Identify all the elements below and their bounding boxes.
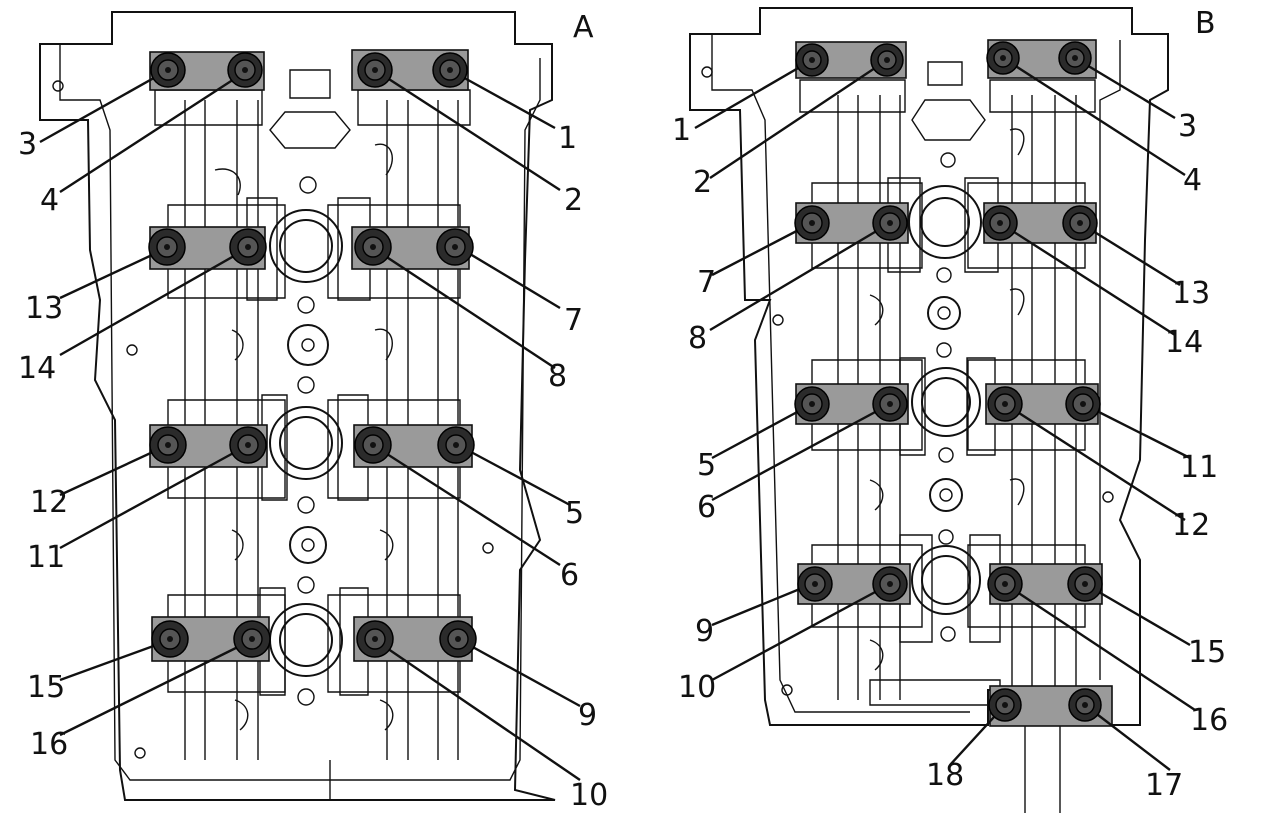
bolt-b-18[interactable] xyxy=(988,688,1022,722)
bolt-label-b-6: 6 xyxy=(697,490,716,525)
bolt-b-9[interactable] xyxy=(797,566,833,602)
head-outline-a xyxy=(39,11,556,801)
bolt-label-a-11: 11 xyxy=(27,540,65,575)
bolt-a-13[interactable] xyxy=(148,228,186,266)
bolt-label-b-8: 8 xyxy=(688,321,707,356)
bolt-label-a-12: 12 xyxy=(30,485,68,520)
bolt-label-b-18: 18 xyxy=(926,758,964,793)
bolt-label-a-15: 15 xyxy=(27,670,65,705)
bolt-a-15[interactable] xyxy=(151,620,189,658)
bolts-a xyxy=(148,52,477,658)
bolt-label-b-13: 13 xyxy=(1172,276,1210,311)
bolt-label-a-16: 16 xyxy=(30,727,68,762)
bolt-label-b-11: 11 xyxy=(1180,450,1218,485)
bolt-b-6[interactable] xyxy=(872,386,908,422)
bolt-a-16[interactable] xyxy=(233,620,271,658)
bolt-label-a-1: 1 xyxy=(558,121,577,156)
bolt-a-10[interactable] xyxy=(356,620,394,658)
bolt-label-b-2: 2 xyxy=(693,165,712,200)
bolt-label-b-15: 15 xyxy=(1188,635,1226,670)
bolt-b-12[interactable] xyxy=(987,386,1023,422)
bolt-b-7[interactable] xyxy=(794,205,830,241)
bolt-label-a-9: 9 xyxy=(578,698,597,733)
bolt-a-3[interactable] xyxy=(150,52,186,88)
bolt-b-8[interactable] xyxy=(872,205,908,241)
bolt-b-5[interactable] xyxy=(794,386,830,422)
bolt-label-b-17: 17 xyxy=(1145,768,1183,803)
bolt-b-1[interactable] xyxy=(795,43,829,77)
panel-a: A 1 2 3 4 5 6 7 8 9 10 11 12 13 14 15 16 xyxy=(18,10,608,813)
bolt-a-14[interactable] xyxy=(229,228,267,266)
bolt-a-9[interactable] xyxy=(439,620,477,658)
head-outline-b xyxy=(689,7,1169,726)
bolt-label-a-6: 6 xyxy=(560,558,579,593)
bolt-label-a-5: 5 xyxy=(565,496,584,531)
bolt-b-16[interactable] xyxy=(987,566,1023,602)
bolt-label-b-4: 4 xyxy=(1183,163,1202,198)
panel-label-a: A xyxy=(573,10,594,45)
bolt-a-1[interactable] xyxy=(432,52,468,88)
bolt-label-b-9: 9 xyxy=(695,614,714,649)
bolt-a-8[interactable] xyxy=(354,228,392,266)
bolt-a-11[interactable] xyxy=(229,426,267,464)
bolt-label-b-5: 5 xyxy=(697,448,716,483)
bolt-a-2[interactable] xyxy=(357,52,393,88)
bolt-label-b-16: 16 xyxy=(1190,703,1228,738)
bolt-label-a-3: 3 xyxy=(18,127,37,162)
bolt-b-3[interactable] xyxy=(1058,41,1092,75)
bolt-a-7[interactable] xyxy=(436,228,474,266)
bolt-label-b-7: 7 xyxy=(697,265,716,300)
panel-b: B 1 2 3 4 5 6 7 8 9 10 11 12 13 14 15 16… xyxy=(672,6,1228,813)
bolt-a-12[interactable] xyxy=(149,426,187,464)
bolt-label-a-8: 8 xyxy=(548,359,567,394)
bolt-b-13[interactable] xyxy=(1062,205,1098,241)
bolts-b xyxy=(794,41,1103,722)
bolt-a-4[interactable] xyxy=(227,52,263,88)
bolt-a-5[interactable] xyxy=(437,426,475,464)
bolt-label-b-10: 10 xyxy=(678,670,716,705)
bolt-b-2[interactable] xyxy=(870,43,904,77)
leader-lines-b xyxy=(694,56,1196,771)
bolt-label-b-14: 14 xyxy=(1165,325,1203,360)
bolt-b-17[interactable] xyxy=(1068,688,1102,722)
bolt-label-a-14: 14 xyxy=(18,351,56,386)
bolt-label-a-7: 7 xyxy=(564,303,583,338)
bolt-label-a-13: 13 xyxy=(25,291,63,326)
bolt-label-b-12: 12 xyxy=(1172,508,1210,543)
bolt-label-a-4: 4 xyxy=(40,183,59,218)
bolt-a-6[interactable] xyxy=(354,426,392,464)
bolt-b-14[interactable] xyxy=(982,205,1018,241)
bolt-label-b-3: 3 xyxy=(1178,109,1197,144)
bolt-b-11[interactable] xyxy=(1065,386,1101,422)
leader-lines-a xyxy=(39,68,581,781)
bolt-b-10[interactable] xyxy=(872,566,908,602)
bolt-b-15[interactable] xyxy=(1067,566,1103,602)
bolt-b-4[interactable] xyxy=(986,41,1020,75)
bolt-label-a-2: 2 xyxy=(564,183,583,218)
bolt-label-b-1: 1 xyxy=(672,113,691,148)
bolt-label-a-10: 10 xyxy=(570,778,608,813)
panel-label-b: B xyxy=(1195,6,1216,41)
